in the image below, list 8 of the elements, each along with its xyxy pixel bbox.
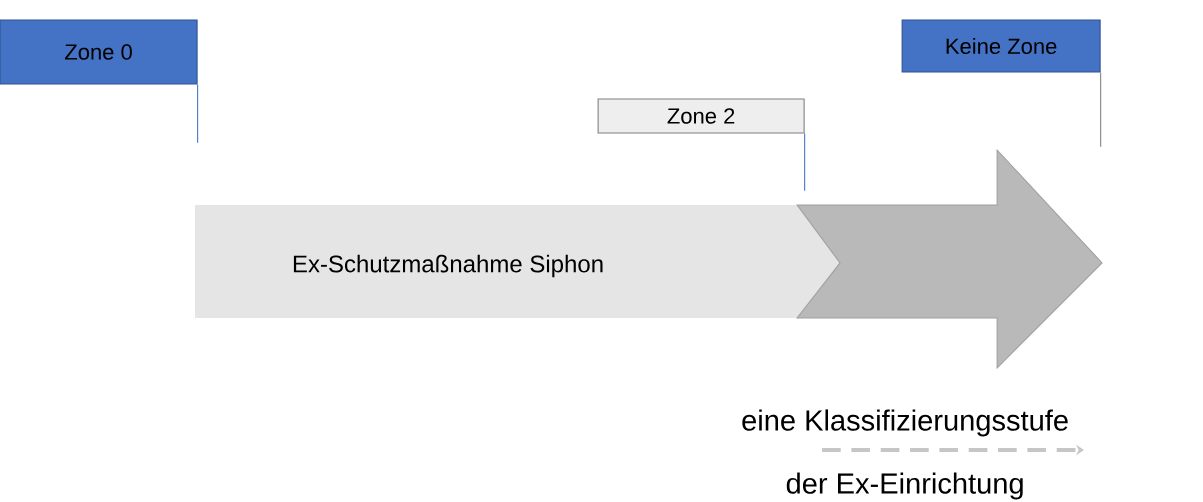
note-text: eine Klassifizierungsstufe	[742, 409, 1068, 437]
zone-flag: Zone 2	[597, 98, 805, 134]
marker-line	[1100, 72, 1102, 148]
zone-flag: Keine Zone	[901, 19, 1101, 73]
note-text: der Ex-Einrichtung	[786, 472, 1023, 500]
marker-line	[804, 133, 806, 192]
marker-line	[197, 84, 199, 144]
zone-flag: Zone 0	[0, 19, 198, 85]
